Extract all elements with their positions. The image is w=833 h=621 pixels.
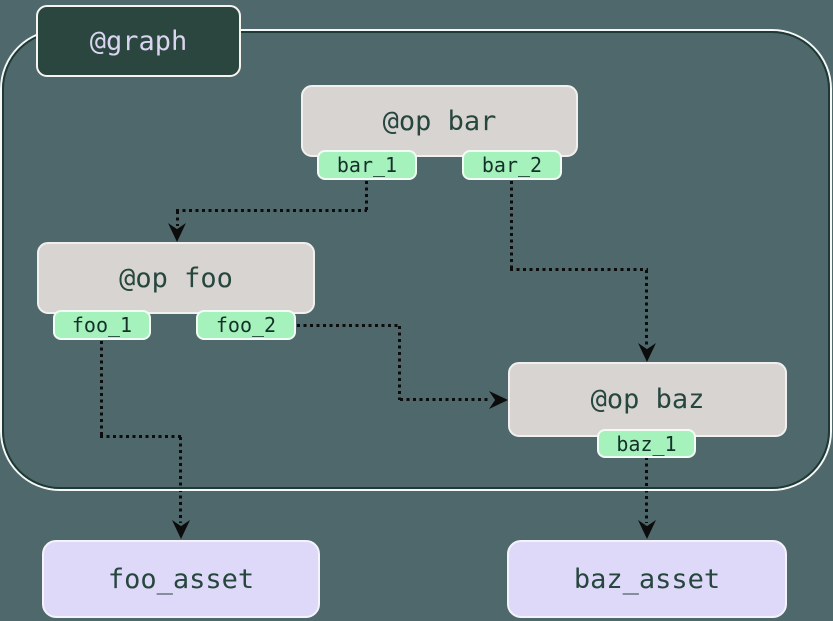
edge-segment	[176, 211, 179, 226]
edge-segment	[645, 457, 648, 523]
edge-segment	[645, 270, 648, 346]
op-node-foo[interactable]: @op foo	[37, 242, 315, 314]
asset-node-foo-asset[interactable]: foo_asset	[42, 540, 320, 618]
op-node-bar[interactable]: @op bar	[301, 85, 578, 157]
edge-segment	[100, 341, 103, 437]
graph-node-label[interactable]: @graph	[36, 5, 241, 77]
op-node-baz[interactable]: @op baz	[508, 362, 787, 437]
edge-segment	[100, 435, 182, 438]
edge-segment	[398, 326, 401, 400]
graph-boundary	[2, 31, 830, 489]
edge-segment	[510, 181, 513, 270]
output-tag-bar-2[interactable]: bar_2	[462, 150, 562, 180]
edge-segment	[400, 398, 491, 401]
edge-segment	[297, 324, 401, 327]
output-tag-foo-1[interactable]: foo_1	[53, 310, 151, 340]
edge-segment	[176, 209, 367, 212]
asset-node-baz-asset[interactable]: baz_asset	[507, 540, 787, 618]
edge-segment	[179, 437, 182, 523]
output-tag-baz-1[interactable]: baz_1	[597, 429, 696, 458]
edge-segment	[510, 268, 648, 271]
output-tag-bar-1[interactable]: bar_1	[317, 150, 417, 180]
edge-segment	[365, 181, 368, 211]
output-tag-foo-2[interactable]: foo_2	[196, 310, 296, 340]
